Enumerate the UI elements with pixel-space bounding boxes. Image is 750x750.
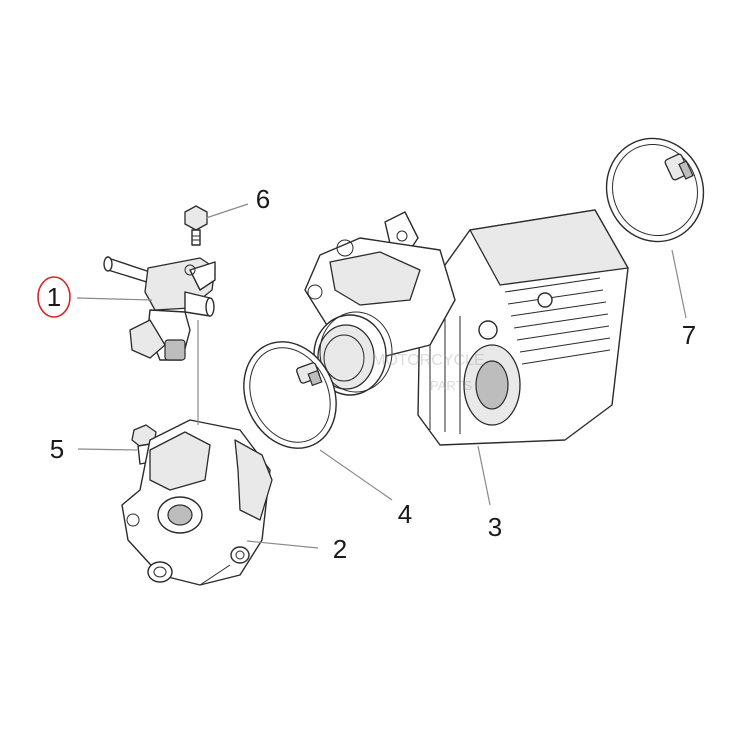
leader-lines [76, 203, 687, 549]
callouts: 1 2 3 4 5 6 7 [37, 184, 696, 564]
part-6-screw[interactable] [184, 205, 208, 246]
callout-1-highlight-ring [37, 276, 71, 318]
callout-1[interactable]: 1 [47, 282, 61, 312]
watermark-line-2: PARTS [430, 378, 472, 393]
watermark-line-1: MOTORCYCLE [372, 352, 485, 369]
callout-3[interactable]: 3 [488, 512, 502, 542]
callout-4[interactable]: 4 [398, 499, 412, 529]
callout-2[interactable]: 2 [333, 534, 347, 564]
part-2-intake-manifold[interactable] [121, 419, 273, 586]
callout-7[interactable]: 7 [682, 320, 696, 350]
part-1-fuel-injector[interactable] [103, 256, 216, 361]
callout-5[interactable]: 5 [50, 434, 64, 464]
callout-6[interactable]: 6 [256, 184, 270, 214]
part-7-large-hose-clamp[interactable] [592, 125, 718, 256]
part-4-small-hose-clamp[interactable] [227, 327, 353, 464]
part-3-throttle-body[interactable] [304, 209, 629, 446]
cooling-fins [429, 277, 611, 434]
watermark: MOTORCYCLE PARTS [372, 352, 485, 393]
